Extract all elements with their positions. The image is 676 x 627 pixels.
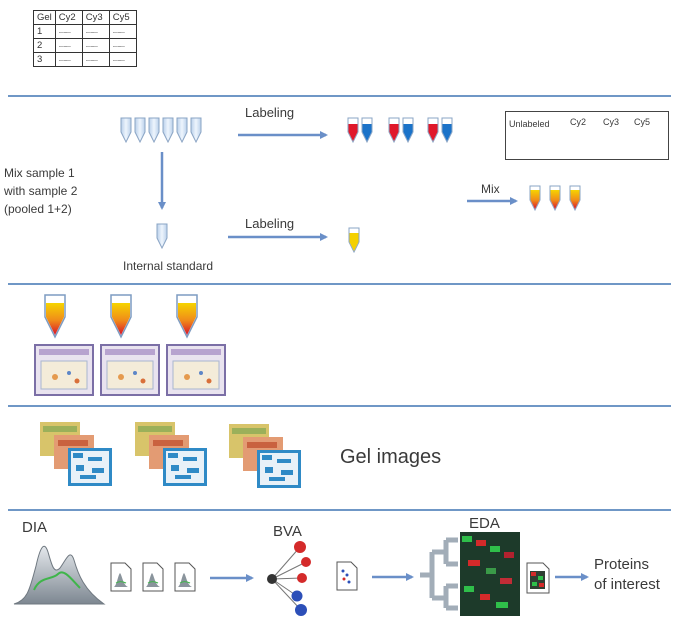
bva-network-icon <box>267 541 311 616</box>
eda-label: EDA <box>469 515 500 532</box>
table-cell: .......... <box>108 24 137 39</box>
table-row: 3 .......... .......... .......... <box>33 52 137 67</box>
gel-images-label: Gel images <box>340 446 442 468</box>
gel-image-stacks <box>40 422 301 488</box>
table-header-cell: Gel <box>33 10 56 25</box>
legend-label-cy5: Cy5 <box>634 117 651 127</box>
result-label-line: Proteins <box>594 556 650 573</box>
legend-label-cy2: Cy2 <box>570 117 587 127</box>
tube-icon <box>120 117 132 144</box>
dia-peak-icon <box>13 545 106 605</box>
table-header-cell: Cy5 <box>108 10 137 25</box>
table-cell: .......... <box>108 52 137 67</box>
gel-loading-group <box>34 294 226 396</box>
cy3-tube-icon <box>427 117 439 144</box>
gel-image-stack <box>229 424 301 488</box>
internal-standard-tube-icon <box>156 223 168 250</box>
labeled-tube-group <box>347 117 453 144</box>
table-header-cell: Cy3 <box>81 10 110 25</box>
document-peak-icon <box>174 562 196 592</box>
unlabeled-tube-group <box>120 117 202 144</box>
mixed-tube-icon <box>529 185 541 212</box>
table-cell: 3 <box>33 52 56 67</box>
tube-icon <box>148 117 160 144</box>
table-cell: 1 <box>33 24 56 39</box>
legend-label-unlabeled: Unlabeled <box>509 119 550 129</box>
labeling-label: Labeling <box>245 216 295 231</box>
document-heatmap-icon <box>526 562 550 594</box>
mix-label: Mix <box>481 182 500 196</box>
result-label-line: of interest <box>594 576 660 593</box>
table-cell: .......... <box>54 52 83 67</box>
table-cell: .......... <box>108 38 137 53</box>
table-header-row: Gel Cy2 Cy3 Cy5 <box>33 10 137 25</box>
table-cell: .......... <box>81 24 110 39</box>
table-cell: .......... <box>81 38 110 53</box>
section-divider <box>8 283 671 285</box>
mix-instruction-line: Mix sample 1 <box>4 166 75 180</box>
mix-instruction-line: (pooled 1+2) <box>4 202 72 216</box>
mixed-tube-group <box>529 185 581 212</box>
document-scatter-icon <box>336 561 358 591</box>
dia-label: DIA <box>22 519 48 536</box>
cy3-tube-icon <box>388 117 400 144</box>
tube-icon <box>162 117 174 144</box>
tube-icon <box>190 117 202 144</box>
gel-loading-unit <box>166 294 226 396</box>
cy5-tube-icon <box>402 117 414 144</box>
cy3-tube-icon <box>347 117 359 144</box>
mix-instruction-line: with sample 2 <box>4 184 78 198</box>
section-divider <box>8 405 671 407</box>
bva-label: BVA <box>273 523 302 540</box>
gel-loading-unit <box>100 294 160 396</box>
gel-loading-unit <box>34 294 94 396</box>
cy5-tube-icon <box>361 117 373 144</box>
table-header-cell: Cy2 <box>54 10 83 25</box>
table-cell: .......... <box>81 52 110 67</box>
eda-heatmap-icon <box>420 532 520 616</box>
section-divider <box>8 95 671 97</box>
tube-icon <box>176 117 188 144</box>
cy5-tube-icon <box>441 117 453 144</box>
dye-legend <box>505 111 669 160</box>
document-peak-icon <box>110 562 132 592</box>
cy2-tube-icon <box>348 227 360 254</box>
mixed-tube-icon <box>549 185 561 212</box>
gel-image-stack <box>40 422 112 486</box>
table-row: 1 .......... .......... .......... <box>33 24 137 39</box>
table-cell: 2 <box>33 38 56 53</box>
mixed-tube-icon <box>569 185 581 212</box>
gel-assignment-table: Gel Cy2 Cy3 Cy5 1 .......... .......... … <box>33 10 137 67</box>
gel-image-stack <box>135 422 207 486</box>
table-cell: .......... <box>54 24 83 39</box>
internal-standard-label: Internal standard <box>123 259 214 273</box>
table-cell: .......... <box>54 38 83 53</box>
document-peak-icon <box>142 562 164 592</box>
tube-icon <box>134 117 146 144</box>
section-divider <box>8 509 671 511</box>
table-row: 2 .......... .......... .......... <box>33 38 137 53</box>
labeling-label: Labeling <box>245 105 295 120</box>
legend-label-cy3: Cy3 <box>603 117 620 127</box>
